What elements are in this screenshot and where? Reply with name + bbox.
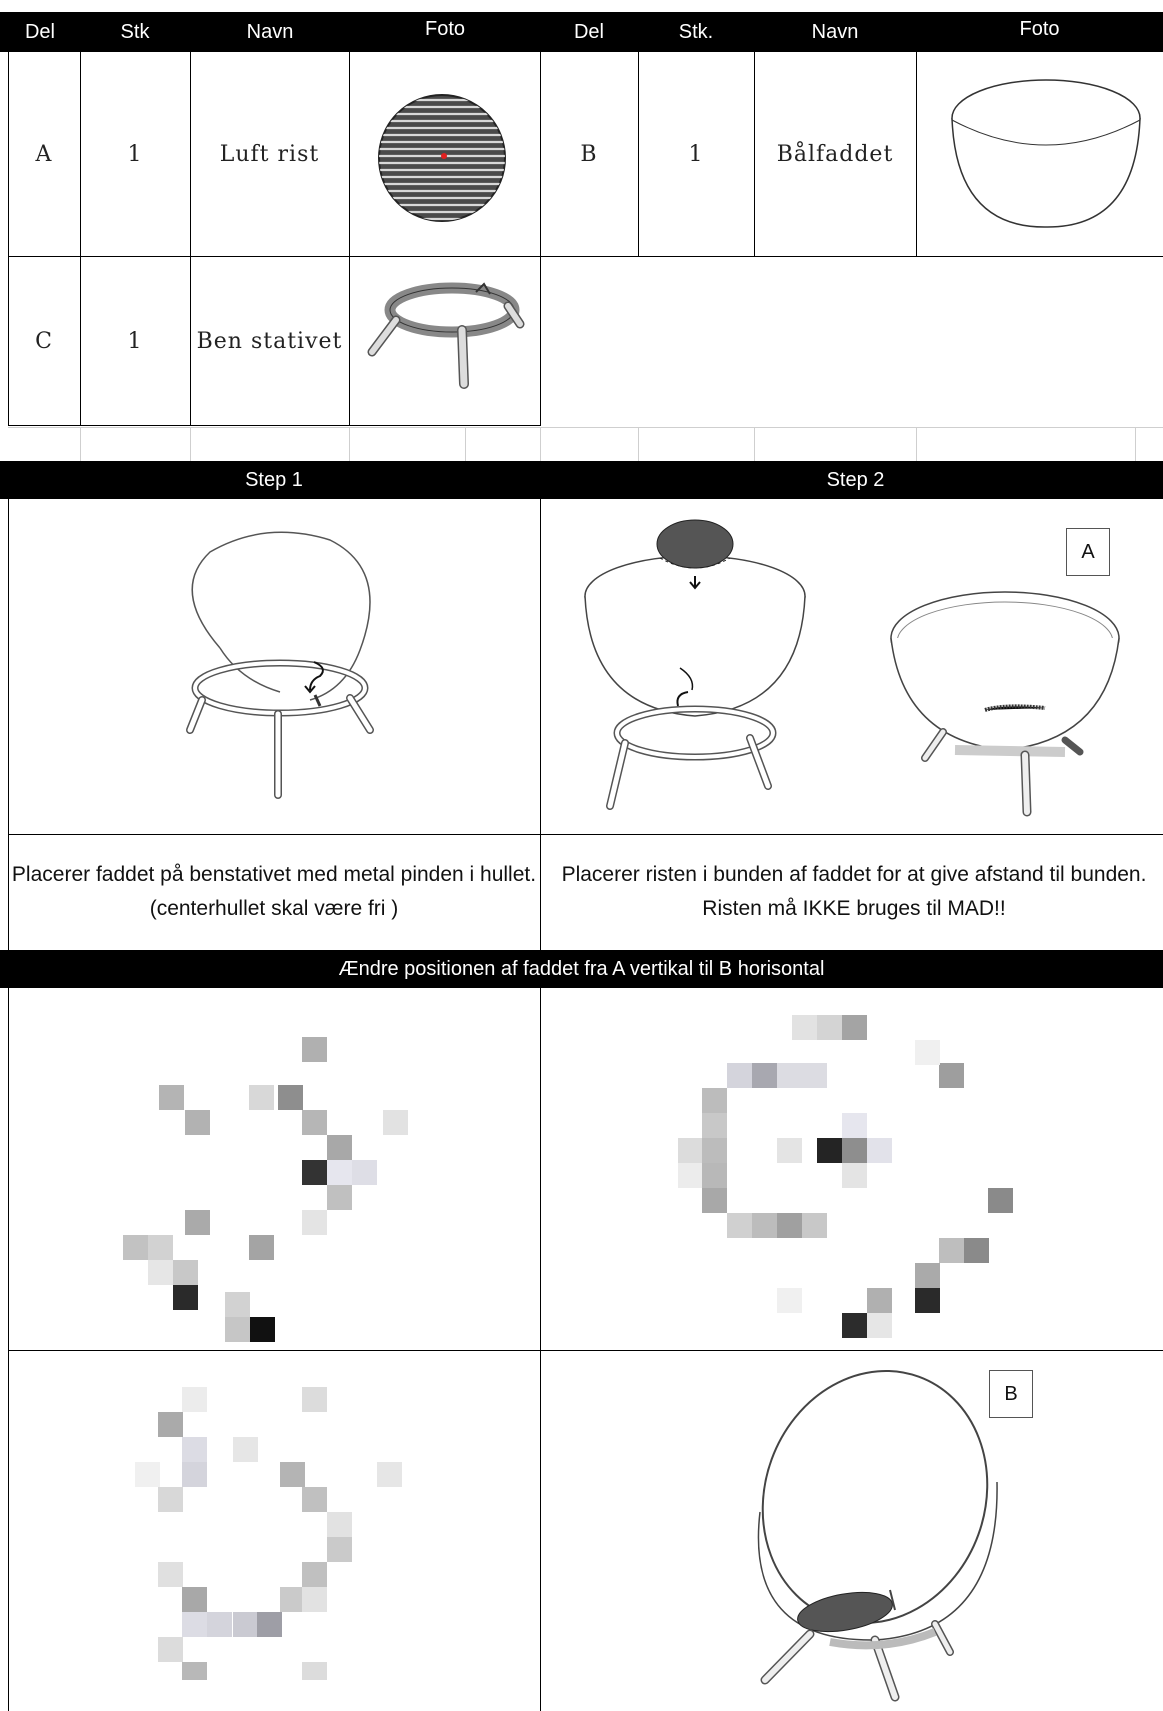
step1-title: Step 1 [245,468,303,491]
empty-row-line [1135,427,1136,461]
row-c-navn: Ben stativet [196,328,343,354]
table-border [8,425,540,426]
row-b-del: B [580,141,598,167]
row-a-stk: 1 [127,141,143,167]
table-border [190,52,191,426]
bowl-on-stand-drawing-icon [890,591,1120,817]
table-border [540,52,541,426]
row-a-del: A [35,141,53,167]
position-label-b: B [989,1370,1033,1418]
step1-drawing-icon [186,531,374,799]
steps-border [8,499,9,950]
empty-row-line [349,427,350,461]
header-del: Del [24,20,55,43]
step2-drawing-icon [584,519,806,810]
row-b-stk: 1 [688,141,704,167]
header-navn-2: Navn [811,20,859,43]
table-border [916,52,917,256]
header-foto: Foto [424,18,466,40]
header-del-2: Del [573,20,604,43]
header-foto-2: Foto [1019,18,1060,40]
empty-row-line [916,427,917,461]
step2-title: Step 2 [826,468,885,491]
pixelated-image-icon [135,1387,402,1680]
position-border [540,988,541,1711]
header-stk: Stk [120,20,150,43]
empty-row-line [190,427,191,461]
grate-photo-icon [378,94,506,222]
table-border [754,52,755,256]
step2-caption: Placerer risten i bunden af faddet for a… [561,863,1147,920]
empty-row-line [638,427,639,461]
header-navn: Navn [246,20,294,43]
pixelated-image-icon [123,1037,408,1342]
table-border [638,52,639,256]
row-c-stk: 1 [127,328,143,354]
row-a-navn: Luft rist [219,141,320,167]
step2-label-a: A [1066,528,1110,576]
leg-stand-photo-icon [367,282,525,389]
table-border [349,52,350,426]
table-border [80,52,81,426]
position-border [8,1350,1163,1351]
position-title: Ændre positionen af faddet fra A vertika… [338,957,825,980]
empty-row-line [540,427,541,461]
table-border [8,256,1163,257]
steps-header: Step 1 Step 2 [0,461,1163,499]
header-stk-2: Stk. [678,20,714,43]
steps-border [540,499,541,950]
empty-row-line [754,427,755,461]
step1-caption: Placerer faddet på benstativet med metal… [11,863,537,920]
row-b-navn: Bålfaddet [776,141,894,167]
row-c-del: C [35,328,53,354]
empty-row-line [8,427,1163,428]
position-border [8,988,9,1711]
steps-border [8,834,1163,835]
empty-row-line [465,427,466,461]
pixelated-image-icon [678,1015,1013,1338]
parts-table-header: Del Stk Navn Foto Del Stk. Navn Foto [0,12,1163,52]
table-border [8,52,9,426]
bowl-photo-icon [951,79,1141,228]
position-header: Ændre positionen af faddet fra A vertika… [0,950,1163,988]
bowl-horizontal-drawing-icon [757,1369,998,1702]
empty-row-line [80,427,81,461]
